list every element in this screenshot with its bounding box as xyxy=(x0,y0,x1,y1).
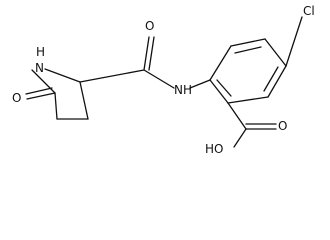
bond-cacid-oh xyxy=(233,128,247,148)
bond-ar1-ar2 xyxy=(209,45,232,81)
bond-camide-o-a xyxy=(143,36,150,71)
bond-ar6-ar1 xyxy=(209,79,229,104)
bond-ar4-ar5 xyxy=(267,65,287,98)
atom-o-carbonyl: O xyxy=(278,119,287,133)
bond-c5-o-a xyxy=(26,92,56,100)
bond-ar6-cacid xyxy=(227,102,247,130)
bond-n-aryl xyxy=(189,79,211,89)
bond-ar4-cl xyxy=(285,16,303,67)
bond-c2-c3 xyxy=(79,81,89,120)
bond-c5-o-b xyxy=(25,87,53,95)
carboxylic-acid xyxy=(227,102,277,148)
lactam-carbonyl xyxy=(25,87,56,100)
bond-ar6-ar1-inner xyxy=(216,79,232,97)
bond-ar4-ar5-inner xyxy=(263,66,279,92)
bond-c5-n1 xyxy=(31,69,56,94)
atom-ho: HO xyxy=(205,142,223,156)
amide-carbonyl xyxy=(143,36,155,71)
bond-n1-c2 xyxy=(44,68,81,83)
pyrrolidinone-ring xyxy=(31,68,89,120)
bond-camide-o-b xyxy=(148,36,155,71)
atom-o-lactam: O xyxy=(12,91,21,105)
bond-ar2-ar3-inner xyxy=(234,46,262,54)
atom-o-amide: O xyxy=(145,19,154,33)
atom-nh-amide: NH xyxy=(174,83,192,97)
bond-camide-n xyxy=(143,69,175,89)
bond-ar3-ar4 xyxy=(264,38,287,67)
bond-ar5-ar6 xyxy=(227,96,269,104)
bond-ar2-ar3 xyxy=(230,38,266,47)
bond-c2-camide xyxy=(79,69,145,83)
benzene-ring xyxy=(209,38,287,104)
bond-c4-c5 xyxy=(54,92,58,120)
atom-cl: Cl xyxy=(303,4,315,18)
